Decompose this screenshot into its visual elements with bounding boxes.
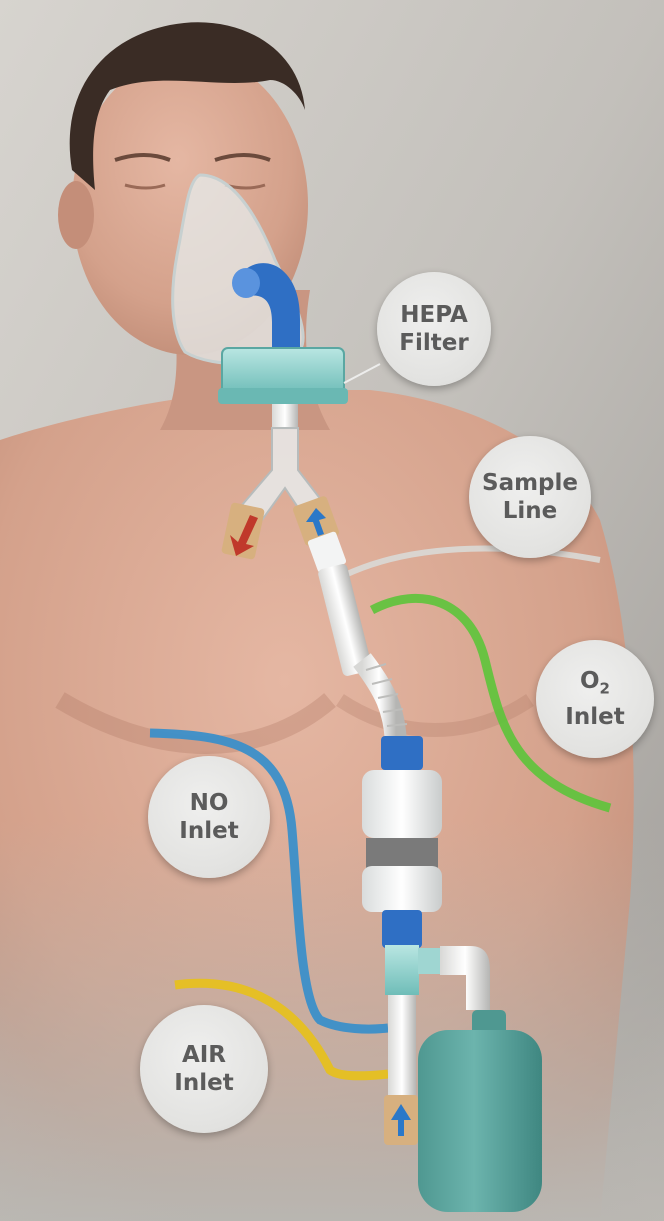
filter-cap-top (362, 770, 442, 838)
filter-cap-bottom (362, 866, 442, 912)
air-inlet-label: AIRInlet (140, 1005, 268, 1133)
sample-line-label-line-2: Line (482, 497, 578, 525)
no-inlet-label-line-1: NO (179, 789, 238, 817)
reservoir-bag (418, 1030, 542, 1212)
hepa-filter-base (218, 388, 348, 404)
o2-subscript: 2 (600, 680, 610, 698)
blue-collar-top (381, 736, 423, 770)
hepa-filter-label-line-1: HEPA (399, 301, 468, 329)
ear (58, 181, 94, 249)
o2-inlet-label-line-2: Inlet (565, 703, 624, 731)
elbow-port (232, 268, 260, 298)
no-inlet-label: NOInlet (148, 756, 270, 878)
blue-collar-bottom (382, 910, 422, 948)
o2-inlet-label-line-1: O2 (565, 667, 624, 703)
air-inlet-label-line-2: Inlet (174, 1069, 233, 1097)
filter-media (366, 838, 438, 868)
no-inlet-label-line-2: Inlet (179, 817, 238, 845)
hepa-filter-label-line-2: Filter (399, 329, 468, 357)
sample-line-label: SampleLine (469, 436, 591, 558)
o2-inlet-label: O2Inlet (536, 640, 654, 758)
hepa-filter-label: HEPAFilter (377, 272, 491, 386)
air-inlet-label-line-1: AIR (174, 1041, 233, 1069)
sample-line-label-line-1: Sample (482, 469, 578, 497)
lower-valve-stack (388, 995, 416, 1095)
teal-t-piece (385, 945, 419, 995)
o2-symbol: O (580, 668, 600, 694)
hepa-filter-body (222, 348, 344, 394)
filter-outlet (272, 404, 298, 428)
